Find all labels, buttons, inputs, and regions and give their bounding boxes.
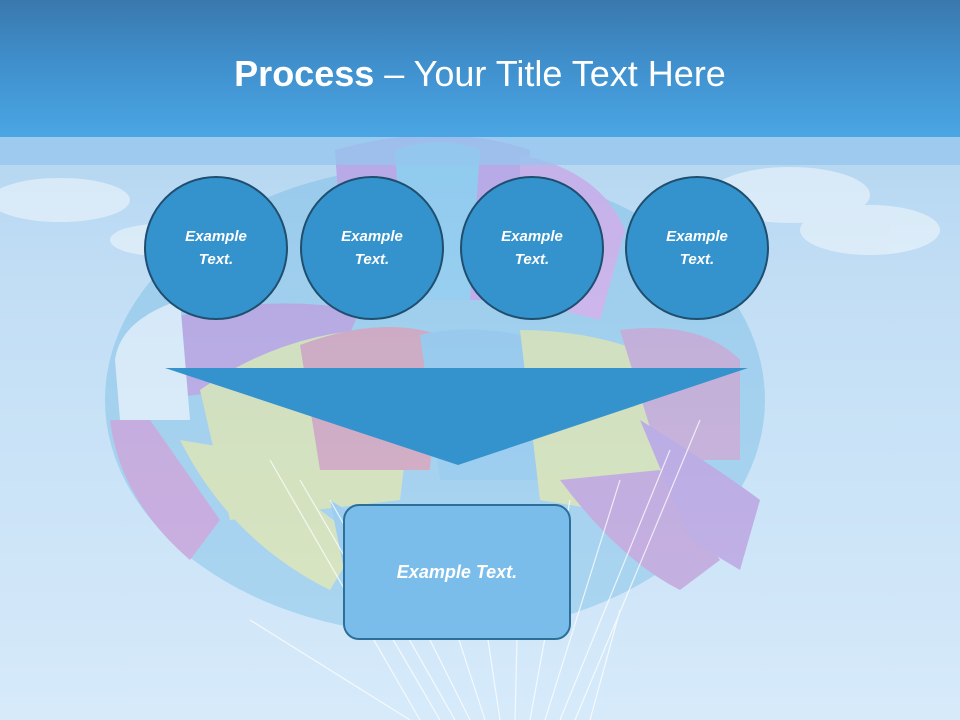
funnel-arrow-shape — [165, 368, 748, 465]
title-rest: – Your Title Text Here — [374, 53, 726, 94]
process-step-2-label: Example Text. — [341, 228, 403, 268]
process-step-3: Example Text. — [460, 176, 604, 320]
process-step-2: Example Text. — [300, 176, 444, 320]
title-bold: Process — [234, 53, 375, 94]
header-accent-strip — [0, 137, 960, 165]
slide-title: Process – Your Title Text Here — [0, 52, 960, 96]
process-step-4-label: Example Text. — [666, 228, 728, 268]
result-label: Example Text. — [396, 561, 518, 582]
result-box: Example Text. — [343, 504, 571, 640]
process-step-4: Example Text. — [625, 176, 769, 320]
process-step-1: Example Text. — [144, 176, 288, 320]
process-step-1-label: Example Text. — [185, 228, 247, 268]
process-step-3-label: Example Text. — [501, 228, 563, 268]
title-bar — [0, 0, 960, 137]
